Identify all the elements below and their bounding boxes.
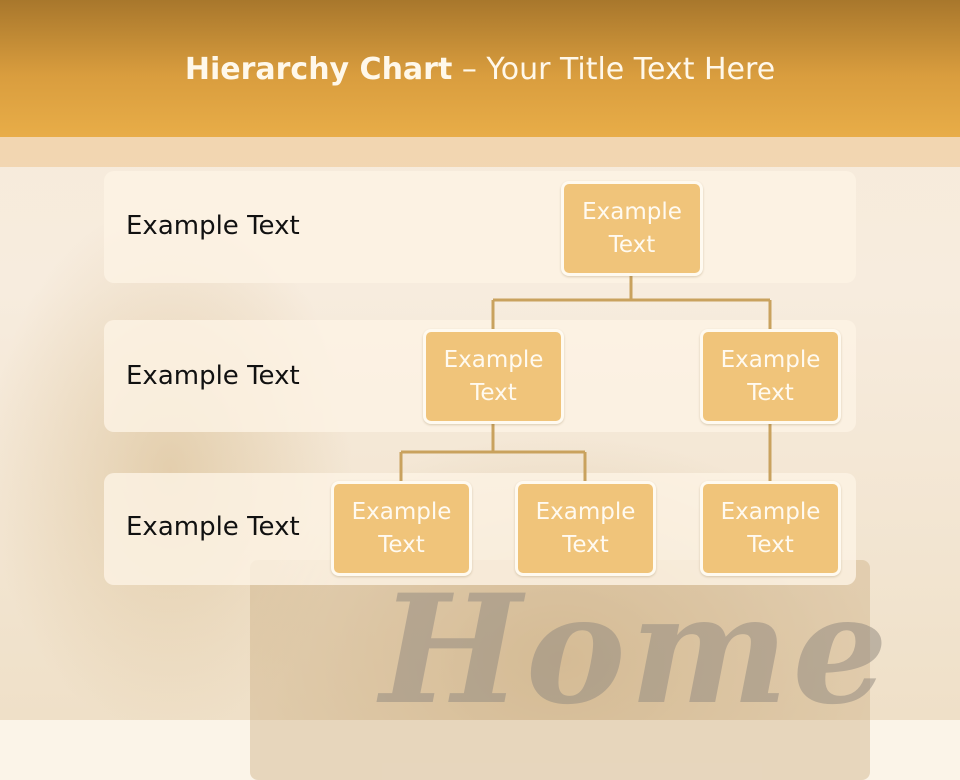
connector-root-to-mid [491, 274, 772, 330]
connector-midleft-to-leaves [399, 422, 587, 482]
background-home-text: Home [380, 562, 892, 738]
level-label-3[interactable]: Example Text [126, 512, 300, 542]
slide-title[interactable]: Hierarchy Chart – Your Title Text Here [0, 52, 960, 87]
title-bold: Hierarchy Chart [184, 52, 453, 87]
title-bar-strip [0, 137, 960, 167]
level-label-2[interactable]: Example Text [126, 361, 300, 391]
node-mid-right[interactable]: Example Text [700, 329, 841, 424]
node-mid-left[interactable]: Example Text [423, 329, 564, 424]
level-label-1[interactable]: Example Text [126, 211, 300, 241]
node-leaf-1[interactable]: Example Text [331, 481, 472, 576]
title-bar [0, 0, 960, 137]
level-band-1 [104, 171, 856, 283]
node-leaf-3[interactable]: Example Text [700, 481, 841, 576]
connector-lines [399, 274, 772, 482]
node-root[interactable]: Example Text [561, 181, 703, 276]
title-rest: – Your Title Text Here [452, 52, 776, 87]
node-leaf-2[interactable]: Example Text [515, 481, 656, 576]
